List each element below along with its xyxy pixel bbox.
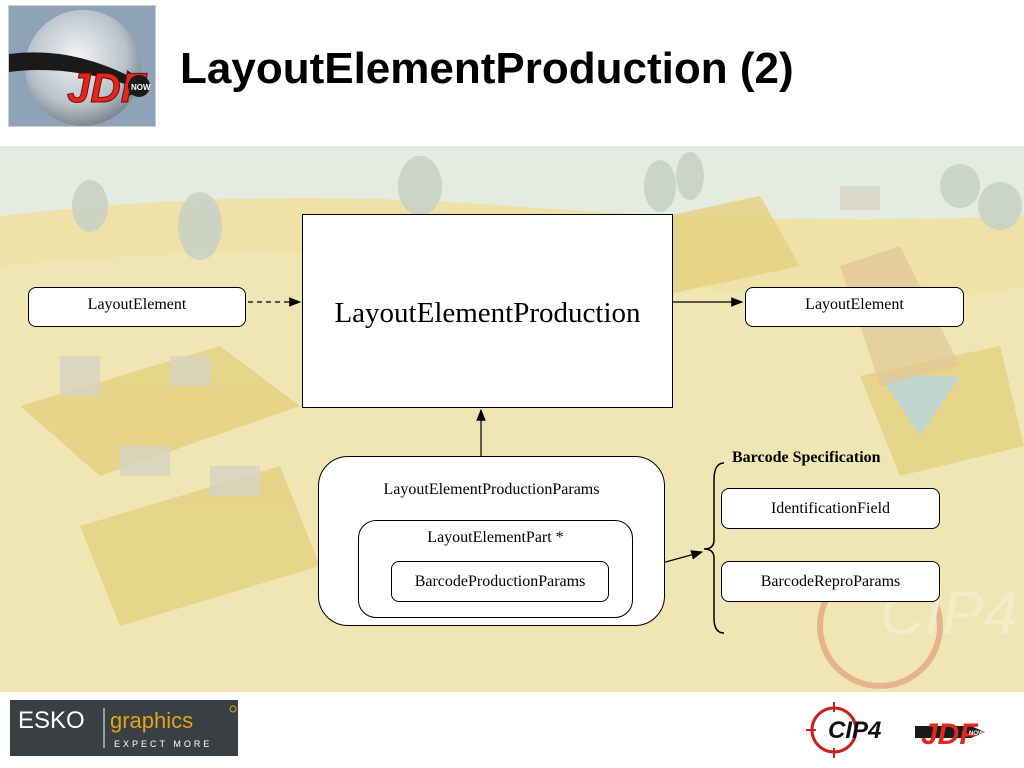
esko-left-text: ESKO — [18, 707, 85, 734]
production-params-label: LayoutElementProductionParams — [383, 481, 600, 498]
barcode-repro-params-node: BarcodeReproParams — [721, 561, 940, 602]
barcode-production-params-node: BarcodeProductionParams — [391, 561, 609, 602]
jdf-now-logo-icon: JDF NOW — [915, 708, 985, 754]
esko-tagline: EXPECT MORE — [114, 739, 212, 749]
output-layout-element-node: LayoutElement — [745, 287, 964, 327]
identification-field-node: IdentificationField — [721, 488, 940, 529]
cip4-logo-icon: CIP4 — [800, 700, 910, 760]
layout-element-part-label: LayoutElementPart * — [427, 529, 564, 546]
jdf-globe-logo-icon: JDF NOW — [8, 5, 156, 127]
esko-right-text: graphics — [110, 708, 193, 733]
jdf-small-text: JDF — [921, 718, 978, 751]
cip4-small-text: CIP4 — [828, 717, 881, 744]
logo-badge: NOW — [131, 83, 151, 92]
esko-graphics-logo: ESKO graphics EXPECT MORE — [10, 700, 238, 756]
input-layout-element-node: LayoutElement — [28, 287, 246, 327]
jdf-small-badge: NOW — [969, 731, 984, 737]
page-title: LayoutElementProduction (2) — [180, 44, 794, 93]
barcode-specification-title: Barcode Specification — [732, 449, 881, 466]
layout-element-production-node: LayoutElementProduction — [302, 214, 673, 408]
